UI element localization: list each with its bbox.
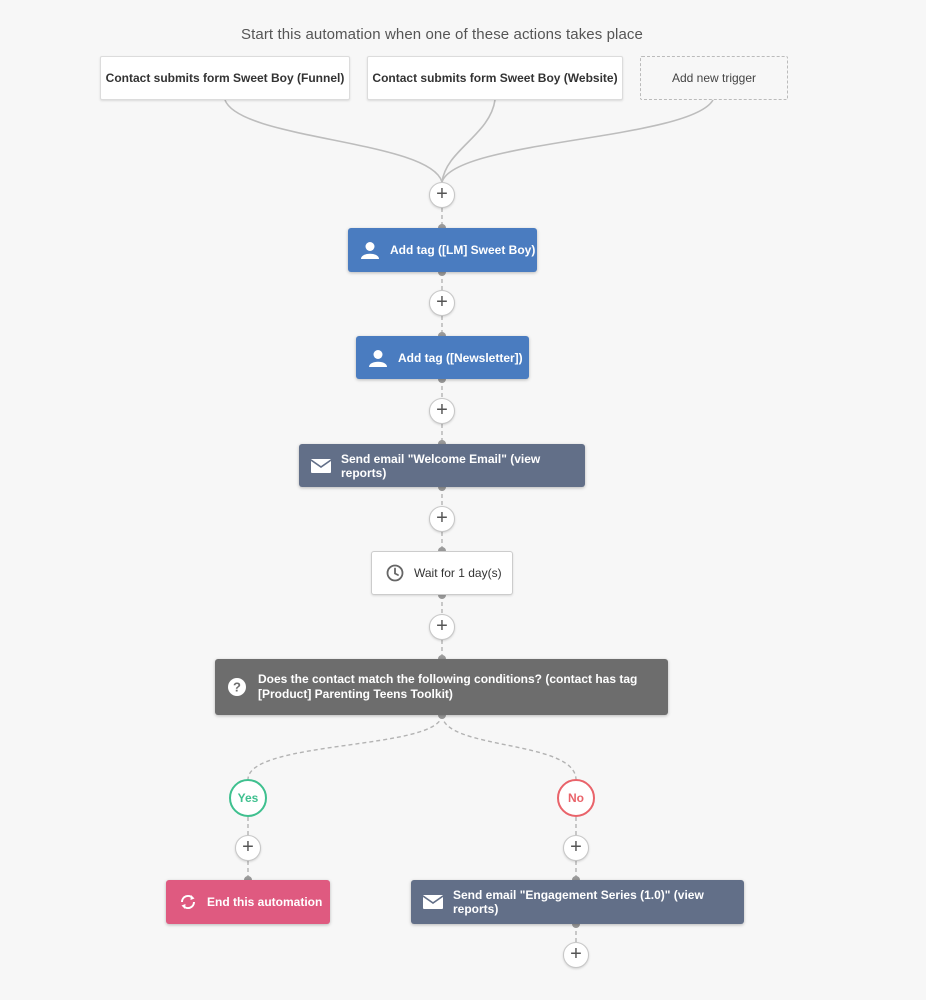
condition-step[interactable]: ? Does the contact match the following c…	[215, 659, 668, 715]
add-tag-step-sweet-boy[interactable]: Add tag ([LM] Sweet Boy)	[348, 228, 537, 272]
add-step-button-yes[interactable]: +	[235, 835, 261, 861]
add-trigger-button[interactable]: Add new trigger	[640, 56, 788, 100]
add-step-button[interactable]: +	[429, 398, 455, 424]
step-label: Add tag ([LM] Sweet Boy)	[390, 243, 536, 257]
step-label: End this automation	[207, 895, 323, 909]
end-automation-step[interactable]: End this automation	[166, 880, 330, 924]
trigger-heading: Start this automation when one of these …	[241, 26, 643, 43]
send-email-step-engagement[interactable]: Send email "Engagement Series (1.0)" (vi…	[411, 880, 744, 924]
clock-icon	[386, 564, 404, 582]
add-tag-step-newsletter[interactable]: Add tag ([Newsletter])	[356, 336, 529, 379]
question-icon: ?	[228, 678, 246, 696]
refresh-icon	[179, 894, 197, 910]
svg-text:?: ?	[233, 680, 241, 695]
add-step-button[interactable]: +	[563, 942, 589, 968]
step-label: Wait for 1 day(s)	[414, 566, 502, 580]
add-step-button[interactable]: +	[429, 290, 455, 316]
envelope-icon	[311, 458, 331, 473]
step-label: Add tag ([Newsletter])	[398, 350, 523, 365]
no-branch-label[interactable]: No	[557, 779, 595, 817]
condition-line: [Product] Parenting Teens Toolkit)	[258, 687, 453, 701]
envelope-icon	[423, 895, 443, 909]
condition-text: Does the contact match the following con…	[258, 672, 637, 702]
add-step-button[interactable]: +	[429, 182, 455, 208]
send-email-step-welcome[interactable]: Send email "Welcome Email" (view reports…	[299, 444, 585, 487]
condition-line: Does the contact match the following con…	[258, 672, 638, 686]
add-step-button[interactable]: +	[429, 506, 455, 532]
trigger-form-funnel[interactable]: Contact submits form Sweet Boy (Funnel)	[100, 56, 350, 100]
step-label: Send email "Engagement Series (1.0)" (vi…	[453, 888, 704, 916]
wait-step[interactable]: Wait for 1 day(s)	[371, 551, 513, 595]
trigger-form-website[interactable]: Contact submits form Sweet Boy (Website)	[367, 56, 623, 100]
add-step-button[interactable]: +	[429, 614, 455, 640]
user-icon	[360, 241, 380, 259]
step-label: Send email "Welcome Email" (view reports…	[341, 451, 541, 480]
user-icon	[368, 349, 388, 367]
yes-branch-label[interactable]: Yes	[229, 779, 267, 817]
add-step-button-no[interactable]: +	[563, 835, 589, 861]
